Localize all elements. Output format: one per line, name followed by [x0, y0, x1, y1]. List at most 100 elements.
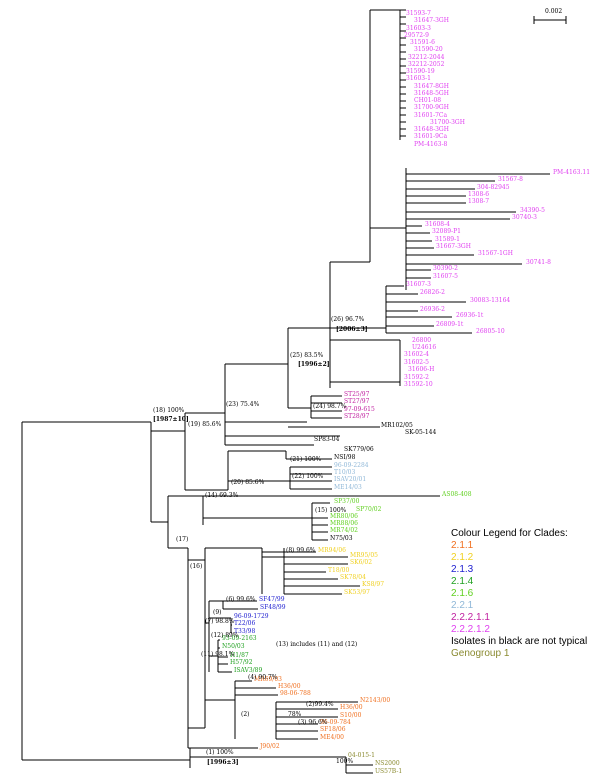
leaf-label: MR74/02: [330, 527, 358, 534]
leaf-label: 32212-2052: [408, 61, 445, 68]
leaf-label: 31603-3: [406, 25, 431, 32]
leaf-label: 26826-2: [420, 289, 445, 296]
leaf-label: MR69/03: [254, 676, 282, 683]
leaf-label: 31593-7: [406, 10, 431, 17]
leaf-label: SK779/06: [344, 446, 374, 453]
leaf-label: J90/02: [259, 743, 280, 750]
leaf-label: MR102/05: [381, 422, 413, 429]
leaf-label: SF47/99: [259, 596, 285, 603]
node-support-label: (16): [190, 563, 202, 570]
leaf-label: 31607-3: [406, 281, 431, 288]
node-support-label: (19) 85.6%: [188, 421, 222, 428]
node-support-label: (17): [176, 536, 188, 543]
leaf-label: 32089-P1: [432, 228, 461, 235]
node-support-label: (11) 98.1%: [201, 651, 235, 658]
node-support-label: (24) 98.7%: [313, 403, 347, 410]
leaf-label: U24616: [412, 344, 436, 351]
leaf-label: 31648-5GH: [414, 90, 449, 97]
leaf-label: MR80/06: [330, 513, 358, 520]
node-support-label: (13) includes (11) and (12): [276, 641, 357, 648]
leaf-label: 30390-2: [433, 265, 458, 272]
leaf-label: 26936-2: [420, 306, 445, 313]
leaf-label: 93-09-2163: [222, 635, 257, 642]
legend-entry: 2.2.2.1.2: [451, 624, 490, 635]
leaf-label: 31607-5: [433, 273, 458, 280]
node-support-label: (26) 96.7%: [331, 316, 365, 323]
node-support-label: (6) 99.6%: [226, 596, 256, 603]
leaf-label: T22/06: [234, 620, 255, 627]
leaf-label: 31606-H: [408, 366, 434, 373]
leaf-label: PM-4163.11: [553, 169, 590, 176]
leaf-label: H1/87: [230, 652, 249, 659]
legend-entry: 2.1.1: [451, 540, 474, 551]
leaf-label: 31591-6: [410, 39, 435, 46]
legend-genogroup: Genogroup 1: [451, 648, 510, 659]
node-support-label: (2): [241, 711, 250, 718]
tree-branches: [21, 9, 550, 774]
leaf-label: 04-015-1: [348, 752, 375, 759]
node-date-label: [1987±10]: [153, 416, 189, 423]
leaf-label: 26809-1t: [436, 321, 464, 328]
node-support-label: (15) 100%: [315, 507, 347, 514]
node-date-label: [2006±3]: [336, 326, 368, 333]
leaf-label: 32212-2044: [408, 54, 445, 61]
leaf-label: ISAV3/89: [234, 667, 263, 674]
leaf-label: 31700-3GH: [430, 119, 465, 126]
leaf-label: 96-09-784: [320, 719, 351, 726]
node-support-label: (12) 89%: [211, 632, 239, 639]
leaf-label: ME14/03: [334, 484, 362, 491]
leaf-label: ISAV20/01: [334, 476, 366, 483]
legend-note: Isolates in black are not typical: [451, 636, 588, 647]
node-support-label: (2)99.4%: [306, 701, 334, 708]
leaf-label: SK78/04: [340, 574, 366, 581]
node-support-label: (23) 75.4%: [226, 401, 260, 408]
leaf-label: ST25/97: [344, 391, 370, 398]
node-support-label: 78%: [288, 711, 302, 718]
leaf-label: AS08-408: [441, 491, 472, 498]
node-support-label: (18) 100%: [153, 407, 185, 414]
leaf-label: ST28/97: [344, 413, 370, 420]
leaf-label: MR94/06: [318, 547, 346, 554]
leaf-label: SP83-04: [314, 436, 340, 443]
node-support-label: (25) 83.5%: [290, 352, 324, 359]
node-date-label: [1996±2]: [298, 361, 330, 368]
node-support-label: (9): [213, 609, 222, 616]
leaf-label: 26805-10: [476, 328, 505, 335]
leaf-label: 31601-7Ca: [414, 112, 448, 119]
leaf-label: SP37/00: [334, 498, 360, 505]
leaf-label: 31603-1: [406, 75, 431, 82]
leaf-label: N2143/00: [360, 697, 390, 704]
node-labels: (18) 100% [1987±10] (19) 85.6% (23) 75.4…: [153, 316, 368, 766]
leaf-label: 96-09-1729: [234, 613, 269, 620]
leaf-label: 31602-5: [404, 359, 429, 366]
legend-entry: 2.2.1: [451, 600, 474, 611]
leaf-label: 31608-4: [425, 221, 450, 228]
clade-color-legend: Colour Legend for Clades: 2.1.1 2.1.2 2.…: [451, 528, 587, 660]
leaf-label: 98-06-788: [280, 690, 311, 697]
legend-entry: 2.1.2: [451, 552, 474, 563]
leaf-label: SF18/06: [320, 726, 346, 733]
leaf-label: NSI/98: [334, 454, 356, 461]
node-date-label: [1996±3]: [207, 759, 239, 766]
leaf-label: 31648-3GH: [414, 126, 449, 133]
leaf-label: PM-4163-8: [414, 141, 448, 148]
leaf-label: S10/00: [340, 712, 362, 719]
leaf-label: 31592-2: [404, 374, 429, 381]
leaf-label: T33/98: [234, 628, 255, 635]
leaf-label: 31567-1GH: [478, 250, 513, 257]
node-support-label: (1) 100%: [206, 749, 234, 756]
leaf-label: ST27/97: [344, 398, 370, 405]
leaf-label: 31647-3GH: [414, 17, 449, 24]
leaf-label: 1308-7: [468, 198, 489, 205]
leaf-label: 30083-13164: [470, 297, 510, 304]
leaf-label: SK6/02: [350, 559, 372, 566]
leaf-label: MR88/06: [330, 520, 358, 527]
node-support-label: (21) 100%: [290, 456, 322, 463]
leaf-labels: 31593-7 31647-3GH 31603-3 29572-9 31591-…: [222, 10, 590, 775]
legend-entry: 2.2.2.1.1: [451, 612, 490, 623]
leaf-label: MR95/05: [350, 552, 378, 559]
leaf-label: T18/00: [328, 567, 349, 574]
leaf-label: 96-09-2284: [334, 462, 369, 469]
legend-entry: 2.1.4: [451, 576, 474, 587]
leaf-label: 30740-3: [512, 214, 537, 221]
